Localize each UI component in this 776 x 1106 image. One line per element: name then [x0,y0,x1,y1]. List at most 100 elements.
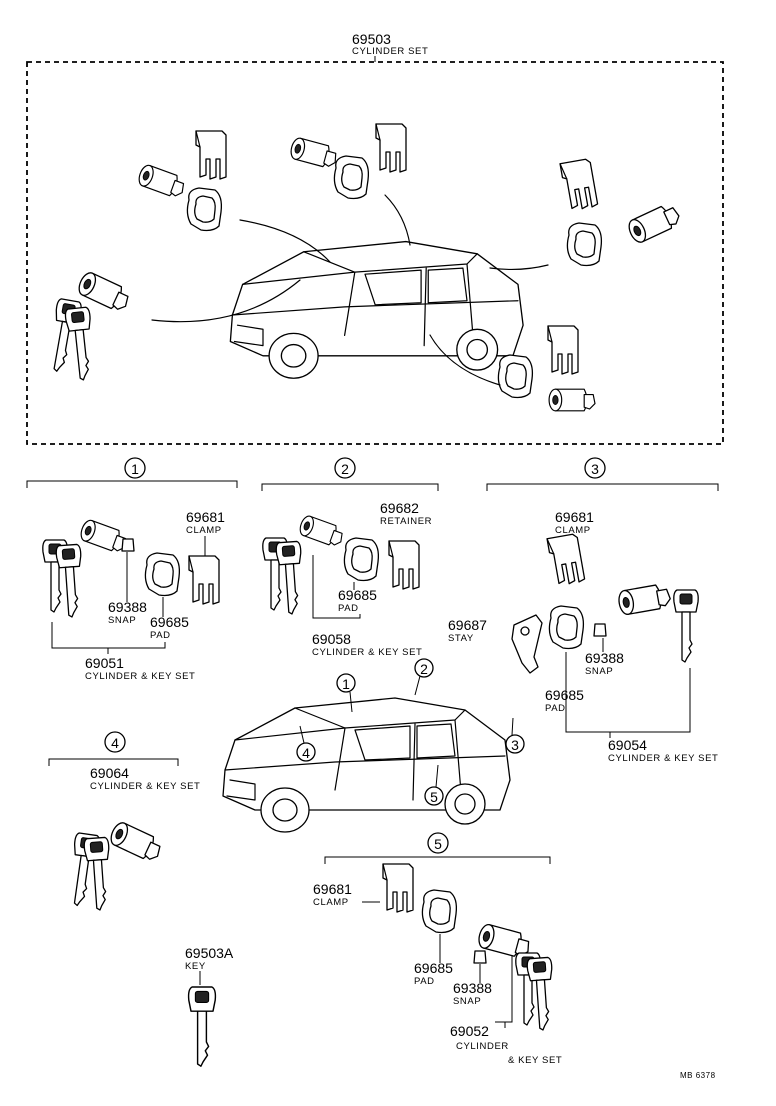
top-ignition-keys [45,297,98,382]
g3-pad-part-number: 69685 [545,687,584,703]
g3-snap-name: SNAP [585,666,613,677]
group-1-number: 1 [131,461,139,477]
top-door-cylinder-left [135,162,188,200]
g5-snap-name: SNAP [453,996,481,1007]
g3-clamp-part-number: 69681 [555,509,594,525]
g1-snap-name: SNAP [108,615,136,626]
g1-pad [144,552,181,597]
top-part-number: 69503 [352,31,391,47]
group-3-callout [584,457,606,479]
g5-set-part-number: 69052 [450,1023,489,1039]
g3-snap-part-number: 69388 [585,650,624,666]
g5-snap [473,950,487,964]
g3-cylinder [616,582,673,617]
g5-set-name-line2: & KEY SET [508,1055,562,1066]
g5-pad-part-number: 69685 [414,960,453,976]
g1-cylinder [77,517,130,555]
center-car-illustration [222,697,511,833]
group-2-number: 2 [341,461,349,477]
g4-set-part-number: 69064 [90,765,129,781]
top-pad-center [333,155,370,200]
g5-set-name-line1: CYLINDER [456,1041,509,1052]
key-part-number: 69503A [185,945,234,961]
top-pad-left [186,187,223,232]
car-callout-3 [505,734,525,754]
group-1-callout [124,457,146,479]
group-3-bracket [486,483,719,491]
g2-retainer [388,540,420,590]
top-part-name: CYLINDER SET [352,46,428,57]
top-door-cylinder-lower [548,388,596,412]
g2-retainer-name: RETAINER [380,516,432,527]
g1-pad-part-number: 69685 [150,614,189,630]
car-callout-1-label: 1 [342,676,350,692]
car-callout-4-label: 4 [302,745,310,761]
g3-stay-name: STAY [448,633,474,644]
top-door-cylinder-center [288,136,340,171]
group-2-callout [334,457,356,479]
top-arrows [151,194,549,386]
top-clamp-left [195,130,227,180]
g3-set-part-number: 69054 [608,737,647,753]
g1-clamp-name: CLAMP [186,525,222,536]
top-clamp-lower [547,325,579,375]
top-door-cylinder-right [625,200,683,246]
group-5-number: 5 [434,836,442,852]
g1-set-bracket [51,622,166,654]
drawing-code: MB 6378 [680,1071,716,1080]
g2-pad [343,537,380,582]
g1-set-part-number: 69051 [85,655,124,671]
g4-keys [65,831,114,912]
g3-stay-part-number: 69687 [448,617,487,633]
g1-clamp [188,555,220,605]
g4-cylinder [107,819,165,865]
g3-clamp-name: CLAMP [555,525,591,536]
g3-pad [548,605,585,650]
g2-cylinder [297,513,347,549]
g5-pad-name: PAD [414,976,435,987]
g5-clamp [382,863,414,913]
g3-pad-name: PAD [545,703,566,714]
car-callout-5-label: 5 [430,789,438,805]
top-car-illustration [229,240,524,379]
g2-set-bracket [312,555,361,619]
g3-stay [511,614,543,674]
g1-pad-name: PAD [150,630,171,641]
g3-clamp [546,532,586,587]
g1-keys [42,539,86,619]
key-name: KEY [185,961,206,972]
g3-set-name: CYLINDER & KEY SET [608,753,718,764]
group-4-bracket [48,758,179,766]
top-retainer-center [375,123,407,173]
group-3-number: 3 [591,461,599,477]
top-pad-right [566,222,603,267]
g2-set-name: CYLINDER & KEY SET [312,647,422,658]
group-5-callout [427,832,449,854]
cylinder-set-box [26,61,724,445]
g1-snap-part-number: 69388 [108,599,147,615]
car-callout-2-label: 2 [420,661,428,677]
g5-clamp-name: CLAMP [313,897,349,908]
car-callout-5 [424,786,444,806]
g2-keys [262,537,306,616]
top-clamp-right [559,157,599,212]
key-69503a [187,986,217,1067]
group-1-bracket [26,480,238,488]
g1-set-name: CYLINDER & KEY SET [85,671,195,682]
g3-set-bracket [565,652,691,738]
g2-set-part-number: 69058 [312,631,351,647]
g2-pad-part-number: 69685 [338,587,377,603]
g5-set-bracket [495,955,513,1028]
g1-clamp-part-number: 69681 [186,509,225,525]
g1-snap [121,538,135,552]
g3-keys [673,589,699,663]
group-4-callout [104,731,126,753]
g5-pad [421,889,458,934]
g2-pad-name: PAD [338,603,359,614]
g5-snap-part-number: 69388 [453,980,492,996]
g5-keys [515,952,557,1032]
car-callout-2 [414,658,434,678]
g5-clamp-part-number: 69681 [313,881,352,897]
g4-set-name: CYLINDER & KEY SET [90,781,200,792]
